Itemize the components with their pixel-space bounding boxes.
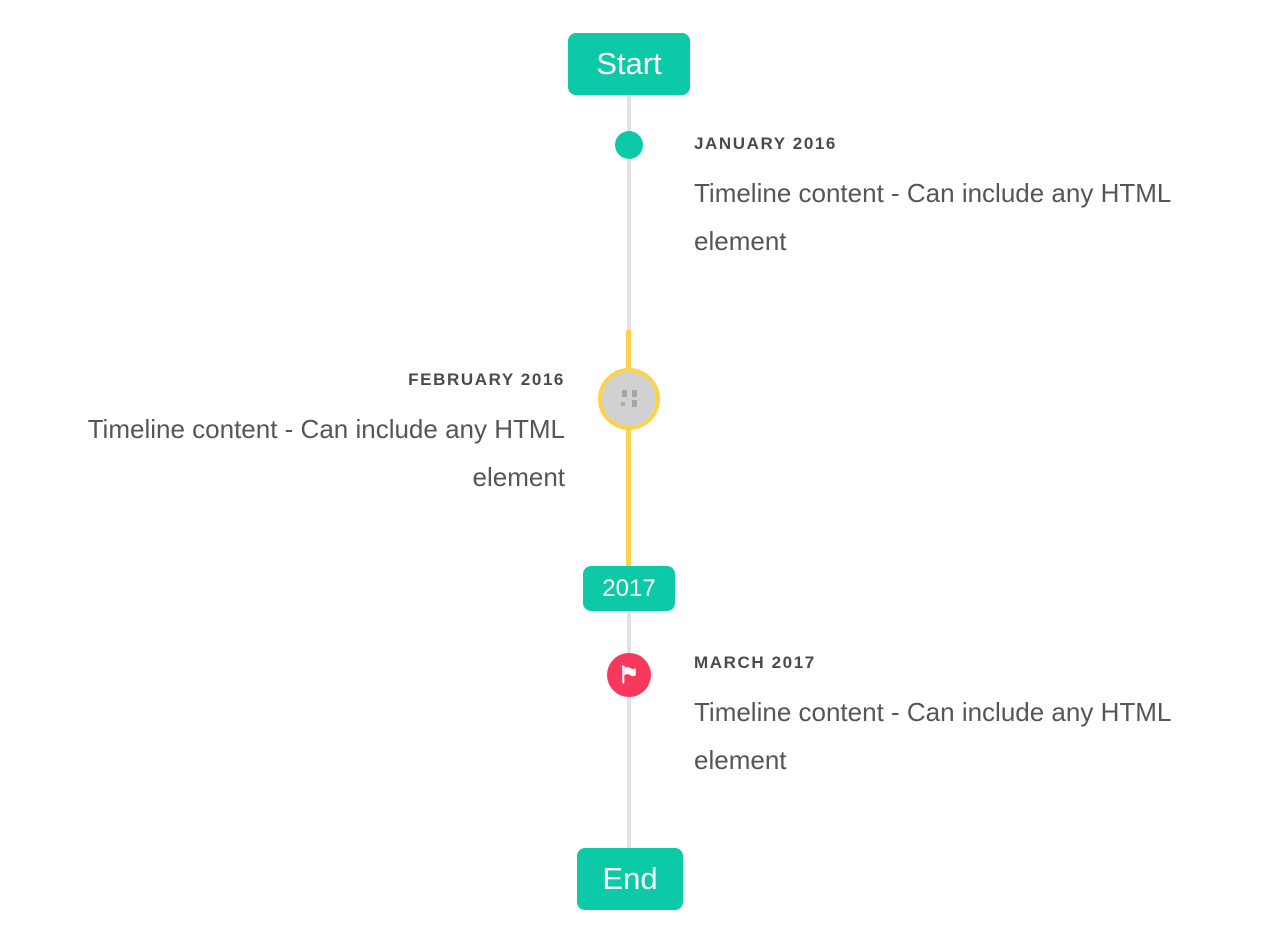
timeline-start-label: Start <box>596 46 662 81</box>
timeline-event-march: MARCH 2017 Timeline content - Can includ… <box>694 652 1194 784</box>
timeline-marker-march[interactable] <box>607 653 651 697</box>
timeline-event-february: FEBRUARY 2016 Timeline content - Can inc… <box>65 369 565 501</box>
event-content-february: Timeline content - Can include any HTML … <box>87 414 565 492</box>
timeline-marker-january[interactable] <box>615 131 643 159</box>
event-date-march: MARCH 2017 <box>694 653 816 672</box>
event-date-february: FEBRUARY 2016 <box>408 370 565 389</box>
timeline-year-badge: 2017 <box>583 566 675 611</box>
event-content-january: Timeline content - Can include any HTML … <box>694 178 1171 256</box>
event-content-march: Timeline content - Can include any HTML … <box>694 697 1171 775</box>
broken-image-icon <box>619 390 639 408</box>
event-date-january: JANUARY 2016 <box>694 134 837 153</box>
timeline-event-january: JANUARY 2016 Timeline content - Can incl… <box>694 133 1194 265</box>
timeline-end-label: End <box>602 861 658 896</box>
timeline-year-label: 2017 <box>602 574 656 602</box>
flag-icon <box>617 663 641 687</box>
timeline-start-badge: Start <box>568 33 690 95</box>
timeline-line-highlighted-segment <box>626 330 631 567</box>
timeline-end-badge: End <box>577 848 683 910</box>
timeline-marker-february[interactable] <box>598 368 660 430</box>
